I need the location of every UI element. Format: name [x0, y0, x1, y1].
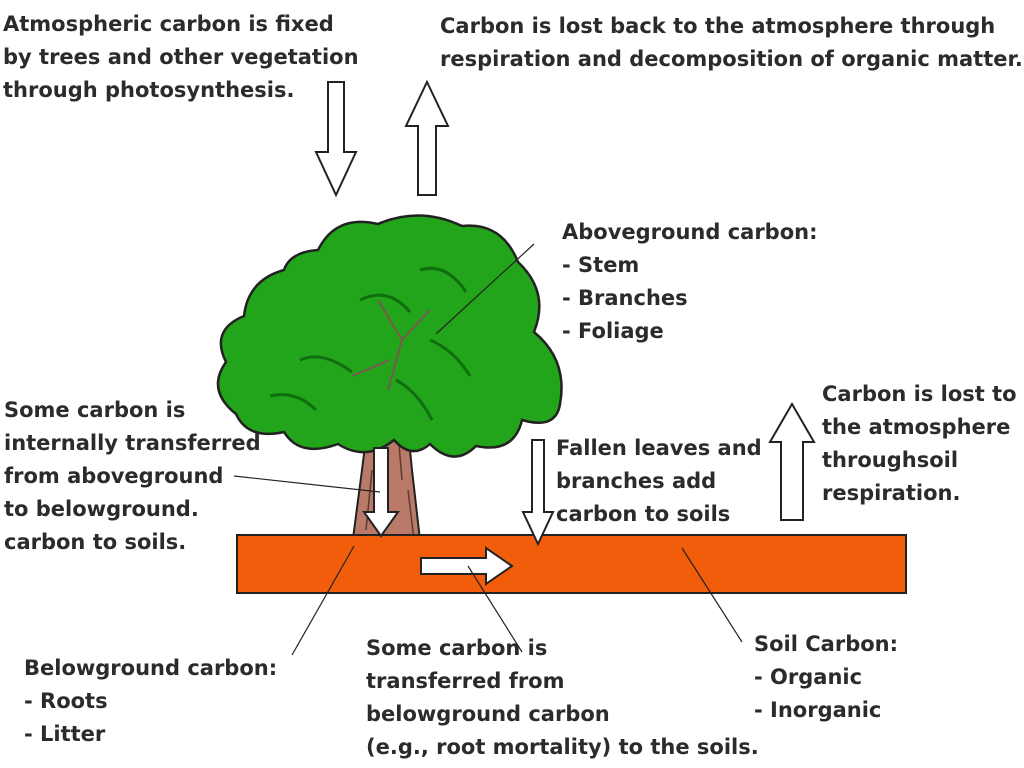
- label-internal-transfer: Some carbon is internally transferred fr…: [4, 394, 261, 559]
- label-soil-respiration: Carbon is lost to the atmosphere through…: [822, 378, 1017, 510]
- label-belowground-transfer: Some carbon is transferred from belowgro…: [366, 632, 759, 764]
- label-line: - Branches: [562, 286, 688, 310]
- label-line: the atmosphere: [822, 415, 1011, 439]
- label-soil-carbon: Soil Carbon: - Organic - Inorganic: [754, 628, 898, 727]
- label-line: Some carbon is: [4, 398, 186, 422]
- internal-transfer-arrow-icon: [362, 447, 400, 538]
- label-fallen-leaves: Fallen leaves and branches add carbon to…: [556, 432, 762, 531]
- label-line: (e.g., root mortality) to the soils.: [366, 735, 759, 759]
- label-line: carbon to soils: [556, 502, 731, 526]
- label-line: respiration.: [822, 481, 961, 505]
- label-line: by trees and other vegetation: [3, 45, 359, 69]
- label-line: branches add: [556, 469, 717, 493]
- belowground-leader-line: [291, 545, 355, 656]
- label-line: Aboveground carbon:: [562, 220, 818, 244]
- label-line: - Foliage: [562, 319, 664, 343]
- belowground-transfer-leader-line: [467, 565, 523, 653]
- label-line: through photosynthesis.: [3, 78, 295, 102]
- internal-transfer-leader-line: [233, 475, 381, 493]
- aboveground-leader-line: [435, 243, 535, 335]
- photosynthesis-arrow-icon: [314, 81, 358, 198]
- label-line: - Inorganic: [754, 698, 882, 722]
- label-line: internally transferred: [4, 431, 261, 455]
- label-line: Fallen leaves and: [556, 436, 762, 460]
- label-line: Carbon is lost back to the atmosphere th…: [440, 14, 996, 38]
- label-photosynthesis: Atmospheric carbon is fixed by trees and…: [3, 8, 359, 107]
- label-aboveground-carbon: Aboveground carbon: - Stem - Branches - …: [562, 216, 818, 348]
- label-line: - Litter: [24, 722, 106, 746]
- label-line: transferred from: [366, 669, 565, 693]
- root-transfer-arrow-icon: [420, 546, 514, 586]
- label-line: belowground carbon: [366, 702, 610, 726]
- label-line: from aboveground: [4, 464, 224, 488]
- label-line: Atmospheric carbon is fixed: [3, 12, 334, 36]
- label-belowground-carbon: Belowground carbon: - Roots - Litter: [24, 652, 277, 751]
- label-line: Carbon is lost to: [822, 382, 1017, 406]
- label-line: - Roots: [24, 689, 108, 713]
- label-line: respiration and decomposition of organic…: [440, 47, 1023, 71]
- soil-layer: [236, 534, 907, 594]
- label-line: to belowground.: [4, 497, 199, 521]
- label-line: Soil Carbon:: [754, 632, 899, 656]
- label-line: Belowground carbon:: [24, 656, 278, 680]
- respiration-arrow-icon: [404, 79, 450, 196]
- label-line: carbon to soils.: [4, 530, 187, 554]
- label-line: - Organic: [754, 665, 863, 689]
- soil-carbon-leader-line: [681, 547, 743, 643]
- label-atmosphere-loss: Carbon is lost back to the atmosphere th…: [440, 10, 1023, 76]
- soil-respiration-arrow-icon: [768, 402, 816, 521]
- label-line: Some carbon is: [366, 636, 548, 660]
- label-line: throughsoil: [822, 448, 959, 472]
- tree-canopy: [216, 214, 563, 458]
- fallen-leaves-arrow-icon: [521, 439, 555, 547]
- label-line: - Stem: [562, 253, 640, 277]
- leader-lines: [233, 243, 743, 656]
